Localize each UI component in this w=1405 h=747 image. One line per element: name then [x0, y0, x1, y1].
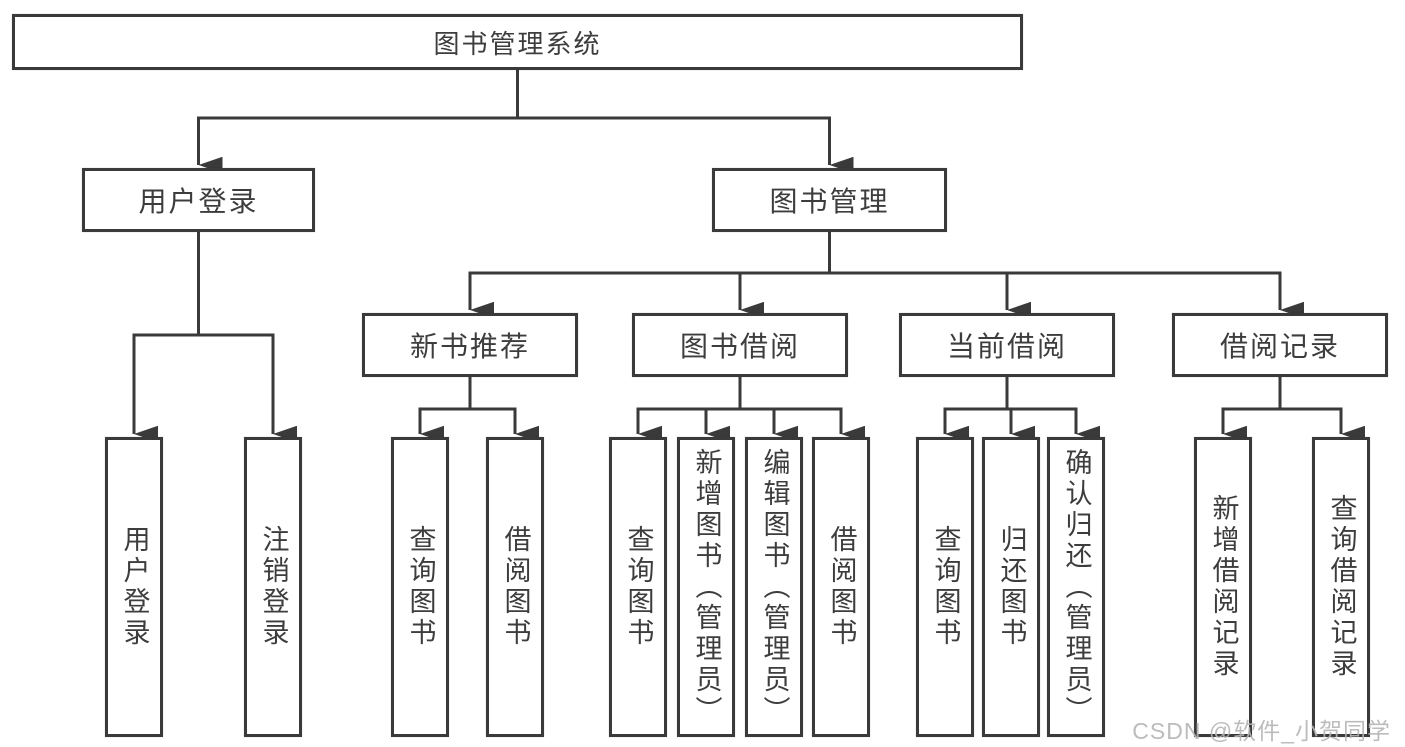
node-leaf-borrow-book-1: 借阅图书 — [486, 437, 544, 737]
node-leaf-user-login: 用户登录 — [105, 437, 163, 737]
node-book-borrowing: 图书借阅 — [632, 313, 848, 377]
node-leaf-borrow-book-2: 借阅图书 — [812, 437, 870, 737]
node-leaf-query-borrow-record: 查询借阅记录 — [1312, 437, 1370, 737]
node-root-library-system: 图书管理系统 — [12, 14, 1023, 70]
node-leaf-return-book: 归还图书 — [982, 437, 1040, 737]
node-user-login: 用户登录 — [82, 168, 315, 232]
node-leaf-add-borrow-record: 新增借阅记录 — [1194, 437, 1252, 737]
node-leaf-add-book-admin: 新增图书（管理员） — [677, 437, 735, 737]
node-leaf-confirm-return-admin: 确认归还（管理员） — [1047, 437, 1105, 737]
node-leaf-query-book-3: 查询图书 — [916, 437, 974, 737]
node-leaf-logout: 注销登录 — [244, 437, 302, 737]
node-leaf-edit-book-admin: 编辑图书（管理员） — [745, 437, 803, 737]
csdn-watermark: CSDN @软件_小贺同学 — [1132, 718, 1391, 744]
node-new-book-recommend: 新书推荐 — [362, 313, 578, 377]
node-book-management: 图书管理 — [712, 168, 947, 232]
node-leaf-query-book-2: 查询图书 — [609, 437, 667, 737]
node-leaf-query-book-1: 查询图书 — [391, 437, 449, 737]
node-current-borrowing: 当前借阅 — [899, 313, 1115, 377]
node-borrow-records: 借阅记录 — [1172, 313, 1388, 377]
